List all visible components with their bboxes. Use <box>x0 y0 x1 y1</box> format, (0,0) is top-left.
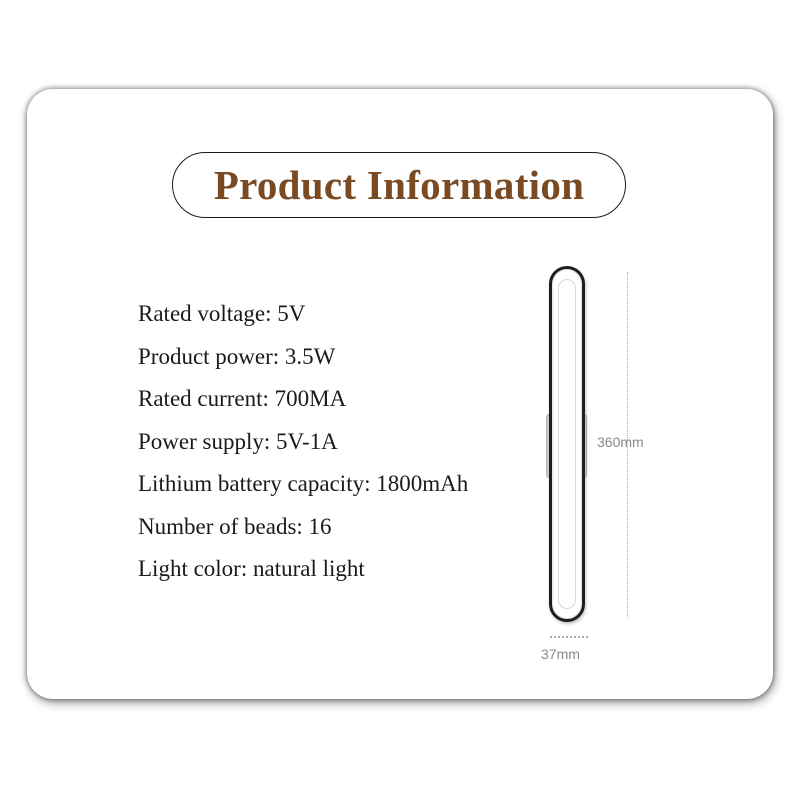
light-bar-illustration <box>549 266 585 622</box>
width-dimension-label: 37mm <box>541 646 580 662</box>
height-dimension-line <box>627 272 628 618</box>
height-dimension-label: 360mm <box>597 434 644 450</box>
spec-rated-current: Rated current: 700MA <box>138 386 347 411</box>
spec-number-of-beads: Number of beads: 16 <box>138 513 332 539</box>
product-info-card <box>27 89 773 699</box>
spec-rated-voltage: Rated voltage: 5V <box>138 301 306 326</box>
spec-power-supply: Power supply: 5V-1A <box>138 428 338 454</box>
width-dimension-line <box>550 636 588 638</box>
light-bar-inner <box>558 279 576 609</box>
spec-list: Rated voltage: 5V Product power: 3.5W Ra… <box>138 296 468 594</box>
spec-product-power: Product power: 3.5W <box>138 343 336 369</box>
page-title: Product Information <box>213 162 585 208</box>
spec-light-color: Light color: natural light <box>138 556 365 581</box>
spec-battery-capacity: Lithium battery capacity: 1800mAh <box>138 471 469 496</box>
title-pill: Product Information <box>172 152 626 218</box>
